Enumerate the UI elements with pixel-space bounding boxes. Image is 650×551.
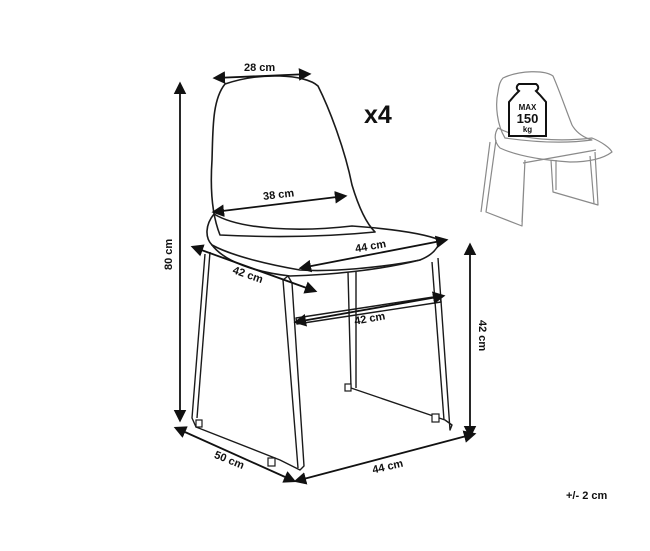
label-backrest-top: 28 cm <box>244 62 275 74</box>
chair-seat <box>206 213 441 272</box>
dim-base-depth <box>173 426 297 483</box>
chair-foot <box>431 413 440 423</box>
thumbnail-backrest <box>496 71 593 143</box>
label-seat-height: 42 cm <box>476 320 488 351</box>
label-backrest-width: 38 cm <box>262 187 295 203</box>
dim-frame-inner <box>293 291 446 327</box>
dim-seat-width <box>298 235 449 273</box>
dim-backrest-width <box>211 190 348 218</box>
max-load-thumbnail: MAX 150 kg <box>480 71 613 227</box>
chair-frame-front <box>191 253 305 471</box>
max-load-line3: kg <box>523 125 532 134</box>
thumbnail-seat <box>494 127 613 163</box>
label-total-height: 80 cm <box>163 239 175 270</box>
chair-backrest <box>210 75 376 238</box>
label-seat-width: 44 cm <box>354 238 387 255</box>
quantity-label: x4 <box>364 101 392 129</box>
dim-backrest-top <box>212 68 312 84</box>
max-load-line2: 150 <box>517 111 539 126</box>
chair-frame-rear <box>347 257 453 431</box>
chair-foot <box>195 419 203 428</box>
label-frame-inner: 42 cm <box>353 310 386 327</box>
chair-foot <box>344 383 352 392</box>
thumbnail-frame <box>480 139 599 227</box>
chair-foot <box>267 457 276 467</box>
dim-seat-depth <box>190 244 318 294</box>
tolerance-note: +/- 2 cm <box>566 490 607 502</box>
dim-base-width <box>293 430 477 485</box>
dimension-lines <box>173 68 477 485</box>
max-load-line1: MAX <box>519 103 537 112</box>
weight-icon <box>508 83 547 137</box>
